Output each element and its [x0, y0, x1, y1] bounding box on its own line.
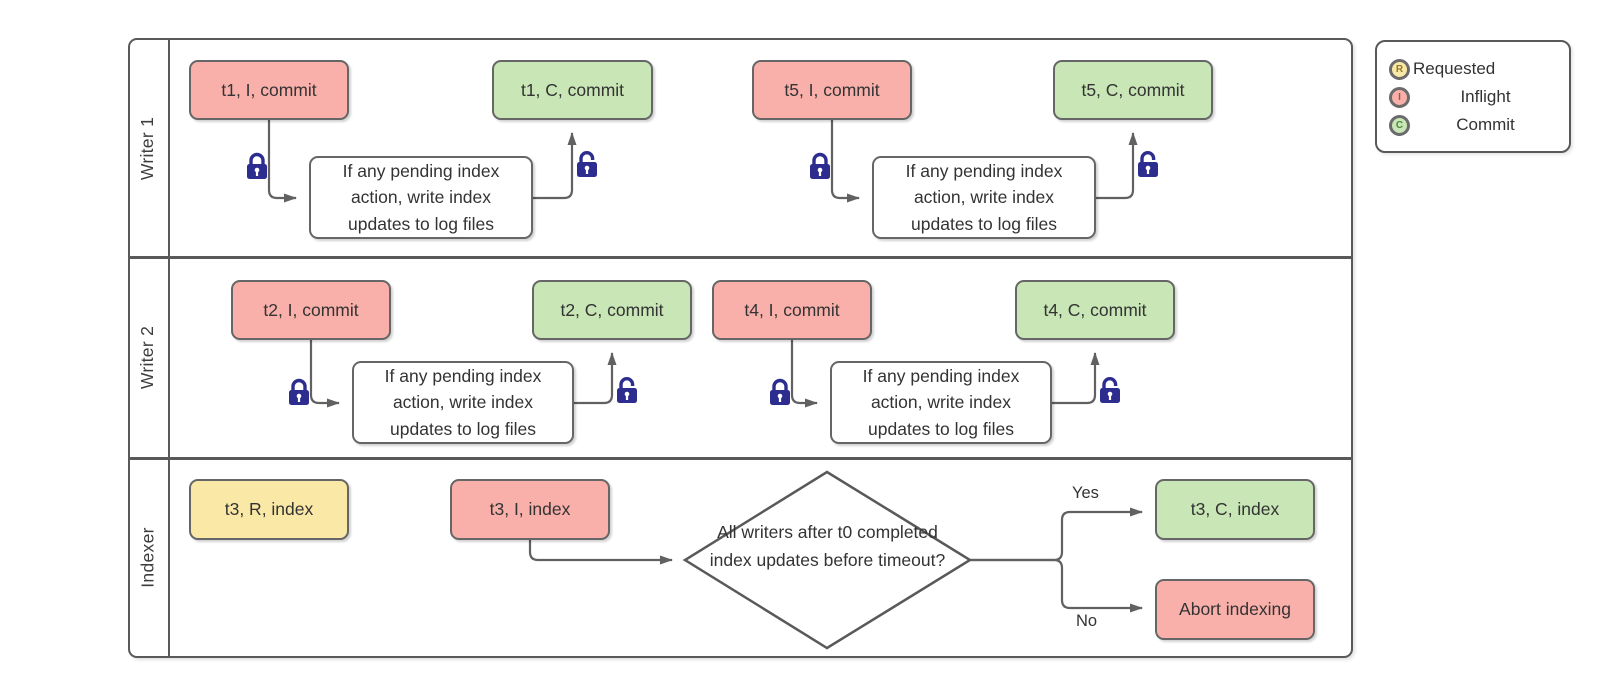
- lock-closed-icon: [247, 152, 267, 179]
- lane-writer2-label: Writer 2: [137, 325, 158, 390]
- lock-closed-icon: [770, 378, 790, 405]
- node-process-writer1-b: If any pending index action, write index…: [872, 156, 1096, 239]
- legend-row-requested: R Requested: [1389, 55, 1561, 83]
- node-t5-inflight: t5, I, commit: [752, 60, 912, 120]
- node-label: If any pending index action, write index…: [905, 161, 1063, 234]
- node-label: t5, I, commit: [784, 79, 880, 100]
- legend-label: Commit: [1456, 115, 1515, 134]
- node-label: t4, I, commit: [744, 299, 840, 320]
- node-process-writer1-a: If any pending index action, write index…: [309, 156, 533, 239]
- requested-state-icon: R: [1389, 58, 1410, 80]
- lock-open-icon: [617, 377, 637, 403]
- node-process-writer2-b: If any pending index action, write index…: [830, 361, 1052, 444]
- node-label: t1, I, commit: [221, 79, 317, 100]
- inflight-state-icon: I: [1389, 86, 1410, 108]
- legend-label: Requested: [1413, 59, 1496, 78]
- node-t3-inflight: t3, I, index: [450, 479, 610, 540]
- branch-no-label: No: [1076, 612, 1098, 630]
- node-t3-commit: t3, C, index: [1155, 479, 1315, 540]
- node-t1-commit: t1, C, commit: [492, 60, 653, 120]
- lane-indexer: Indexer: [128, 459, 170, 656]
- node-t3-requested: t3, R, index: [189, 479, 349, 540]
- node-t2-inflight: t2, I, commit: [231, 280, 391, 340]
- node-label: If any pending index action, write index…: [862, 366, 1020, 439]
- lane-indexer-label: Indexer: [137, 527, 158, 588]
- decision-label: All writers after t0 completed index upd…: [709, 522, 946, 570]
- node-label: t2, I, commit: [263, 299, 359, 320]
- node-label: t3, C, index: [1190, 499, 1280, 520]
- legend: R Requested I Inflight C Commit: [1375, 40, 1571, 153]
- lane-writer2: Writer 2: [128, 258, 170, 457]
- node-process-writer2-a: If any pending index action, write index…: [352, 361, 574, 444]
- node-label: t4, C, commit: [1043, 299, 1147, 320]
- lock-closed-icon: [289, 378, 309, 405]
- node-label: t1, C, commit: [520, 79, 625, 100]
- legend-label: Inflight: [1460, 87, 1511, 106]
- commit-state-icon: C: [1389, 114, 1410, 136]
- node-label: t5, C, commit: [1081, 79, 1185, 100]
- node-label: If any pending index action, write index…: [384, 366, 542, 439]
- node-t4-commit: t4, C, commit: [1015, 280, 1175, 340]
- lock-closed-icon: [810, 152, 830, 179]
- node-label: If any pending index action, write index…: [342, 161, 500, 234]
- lane-divider: [128, 256, 1353, 259]
- node-label: t3, I, index: [489, 499, 571, 520]
- legend-row-inflight: I Inflight: [1389, 83, 1561, 111]
- node-t4-inflight: t4, I, commit: [712, 280, 872, 340]
- node-label: t2, C, commit: [560, 299, 664, 320]
- lock-open-icon: [577, 151, 597, 177]
- node-t2-commit: t2, C, commit: [532, 280, 692, 340]
- node-abort-indexing: Abort indexing: [1155, 579, 1315, 640]
- lock-open-icon: [1138, 151, 1158, 177]
- lane-writer1: Writer 1: [128, 40, 170, 256]
- node-label: Abort indexing: [1179, 599, 1291, 620]
- legend-row-commit: C Commit: [1389, 111, 1561, 139]
- branch-yes-label: Yes: [1072, 484, 1099, 502]
- lane-writer1-label: Writer 1: [137, 116, 158, 180]
- node-t5-commit: t5, C, commit: [1053, 60, 1213, 120]
- node-t1-inflight: t1, I, commit: [189, 60, 349, 120]
- lock-open-icon: [1100, 377, 1120, 403]
- lane-divider: [128, 457, 1353, 460]
- node-label: t3, R, index: [224, 499, 314, 520]
